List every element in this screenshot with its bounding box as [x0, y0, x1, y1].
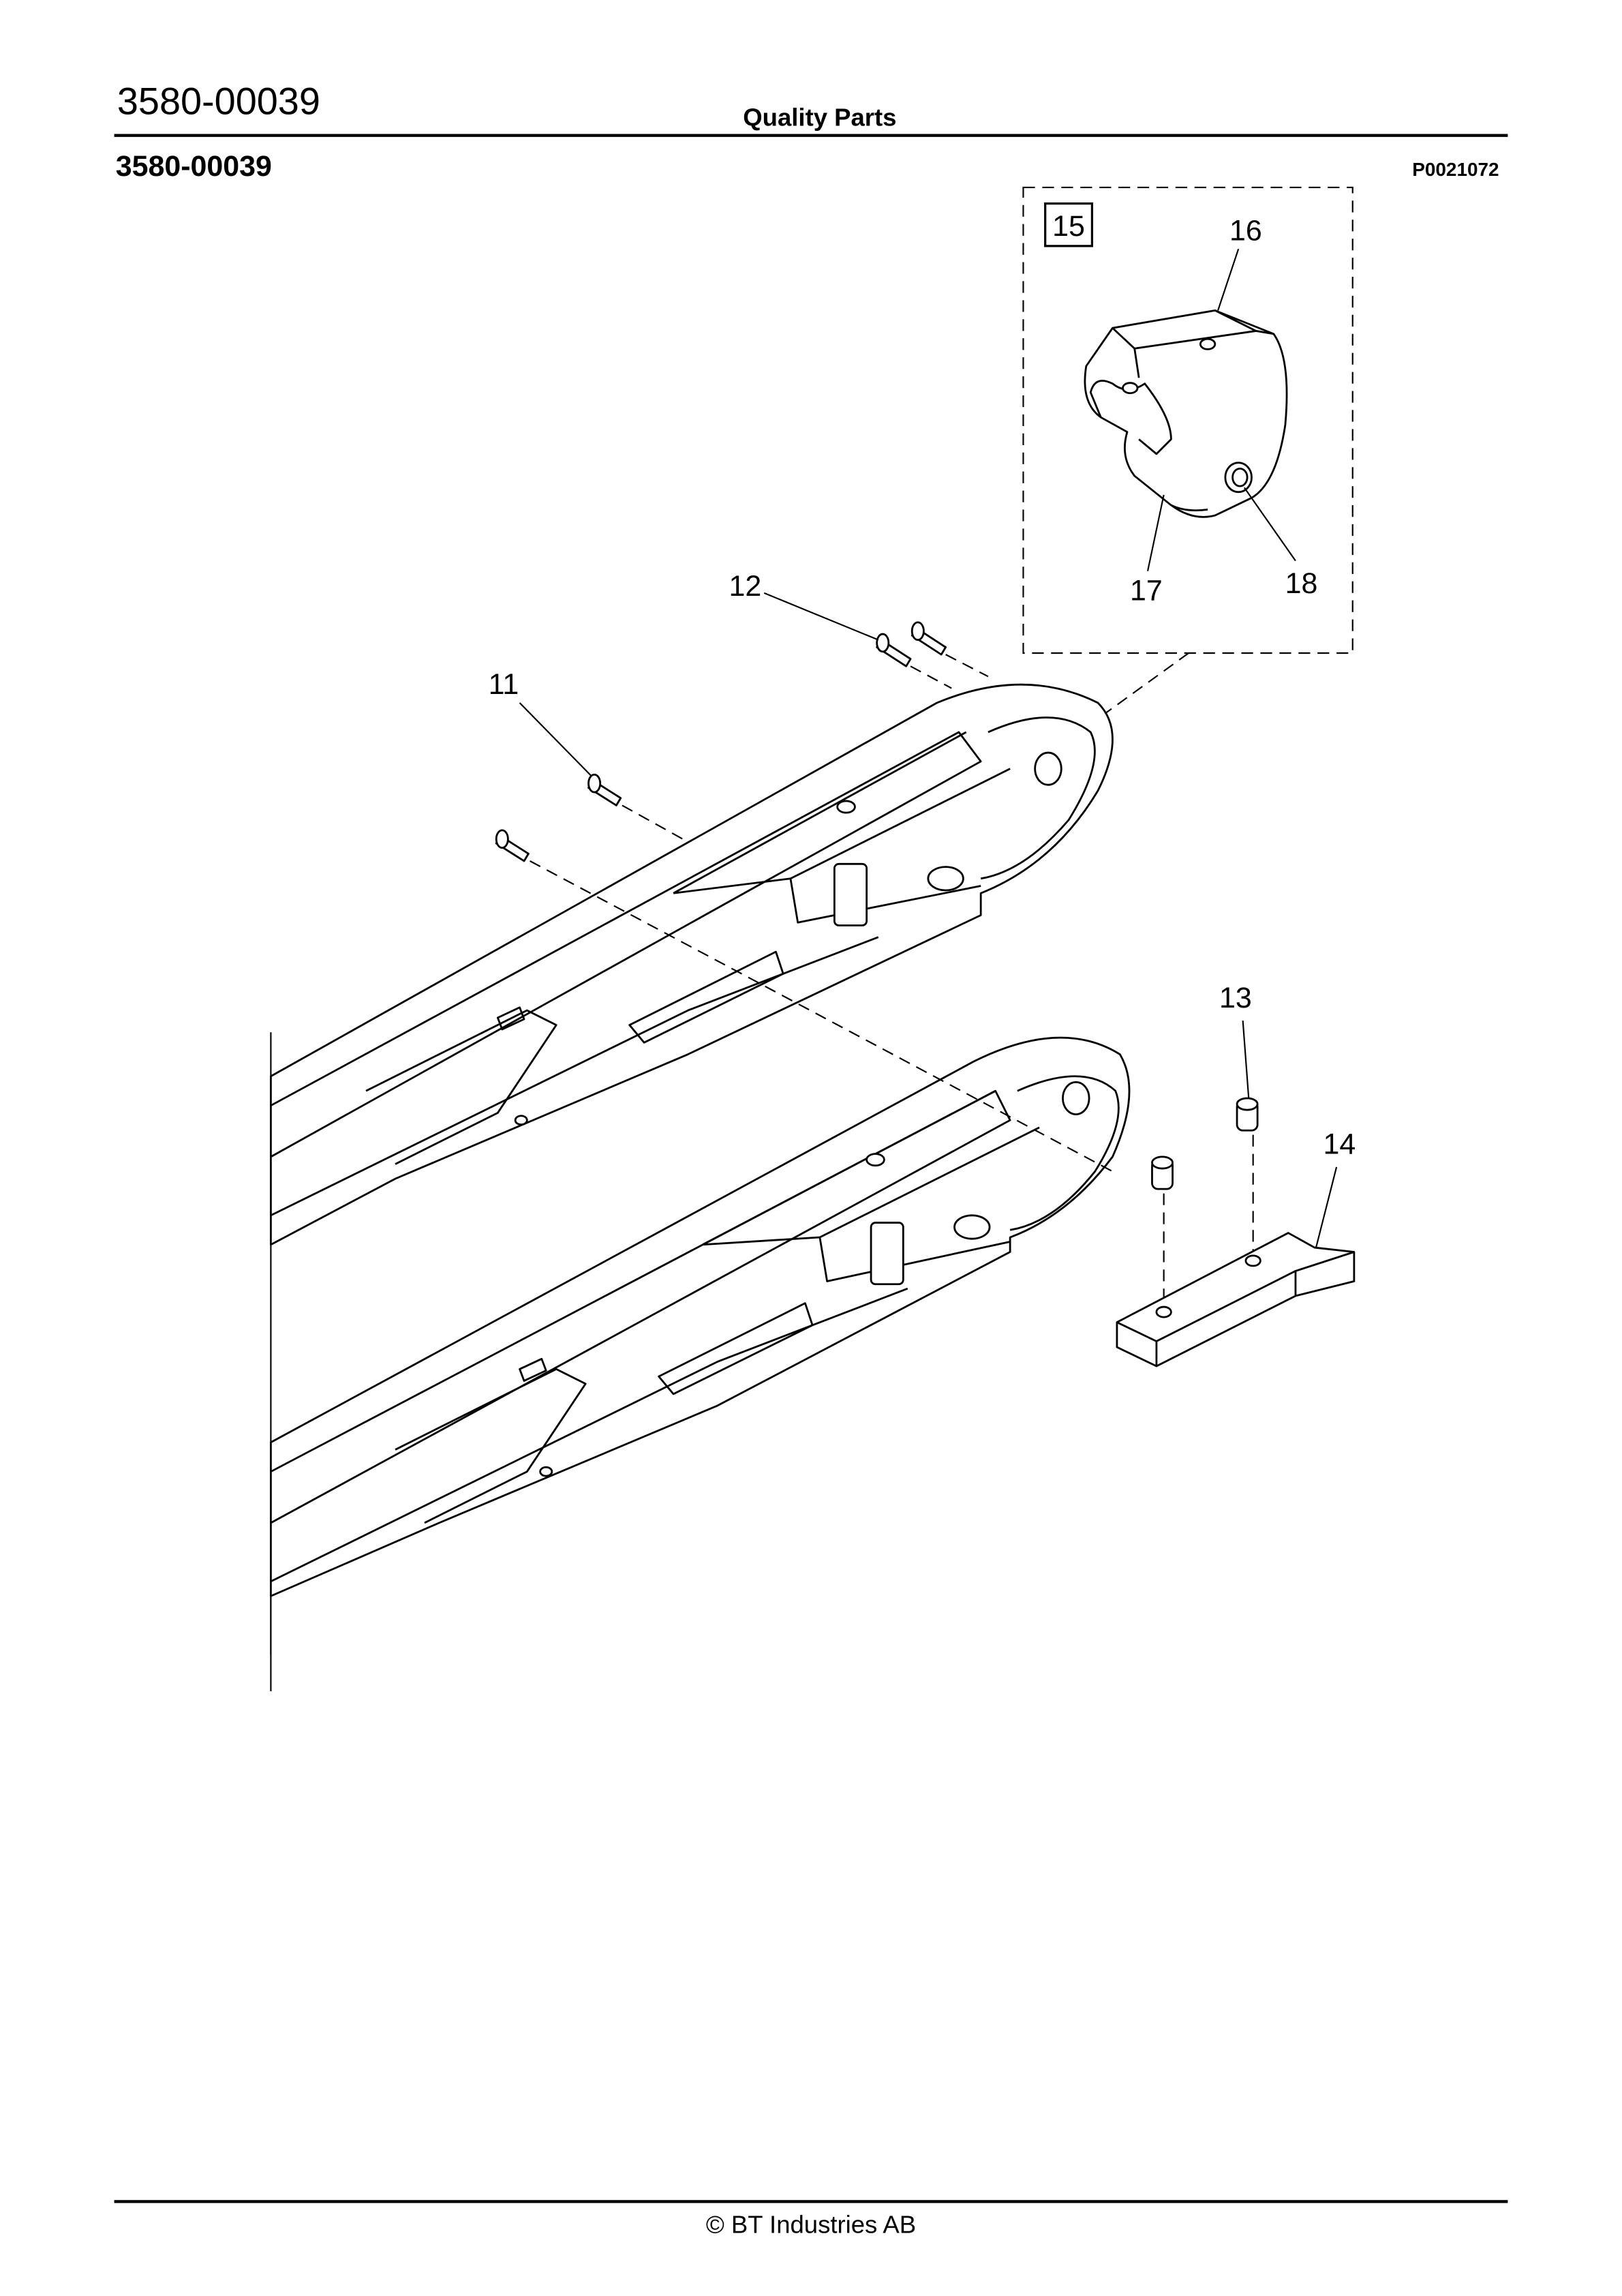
callout-14: 14 — [1323, 1128, 1356, 1161]
callout-16: 16 — [1229, 214, 1262, 247]
callout-11: 11 — [489, 668, 519, 701]
pins-13: 13 — [1151, 982, 1259, 1311]
callout-15: 15 — [1052, 210, 1085, 243]
section-title: 3580-00039 — [116, 150, 272, 183]
callout-17: 17 — [1130, 575, 1163, 607]
bolts-11: 11 — [489, 668, 1113, 1173]
callout-13: 13 — [1219, 982, 1252, 1014]
header-doc-number: 3580-00039 — [117, 80, 320, 123]
header-title: Quality Parts — [743, 104, 896, 132]
inset-kit-15: 15 16 17 18 — [1022, 186, 1353, 654]
pad-14: 14 — [1116, 1128, 1356, 1368]
callout-12: 12 — [729, 570, 761, 603]
lower-fork — [270, 1036, 1131, 1655]
callout-box-15 — [1044, 202, 1094, 247]
callout-18: 18 — [1285, 567, 1318, 600]
bolts-12: 12 — [729, 570, 989, 689]
footer-copyright: © BT Industries AB — [706, 2211, 916, 2239]
upper-fork — [270, 683, 1114, 1691]
illustration-id: P0021072 — [1412, 159, 1499, 180]
